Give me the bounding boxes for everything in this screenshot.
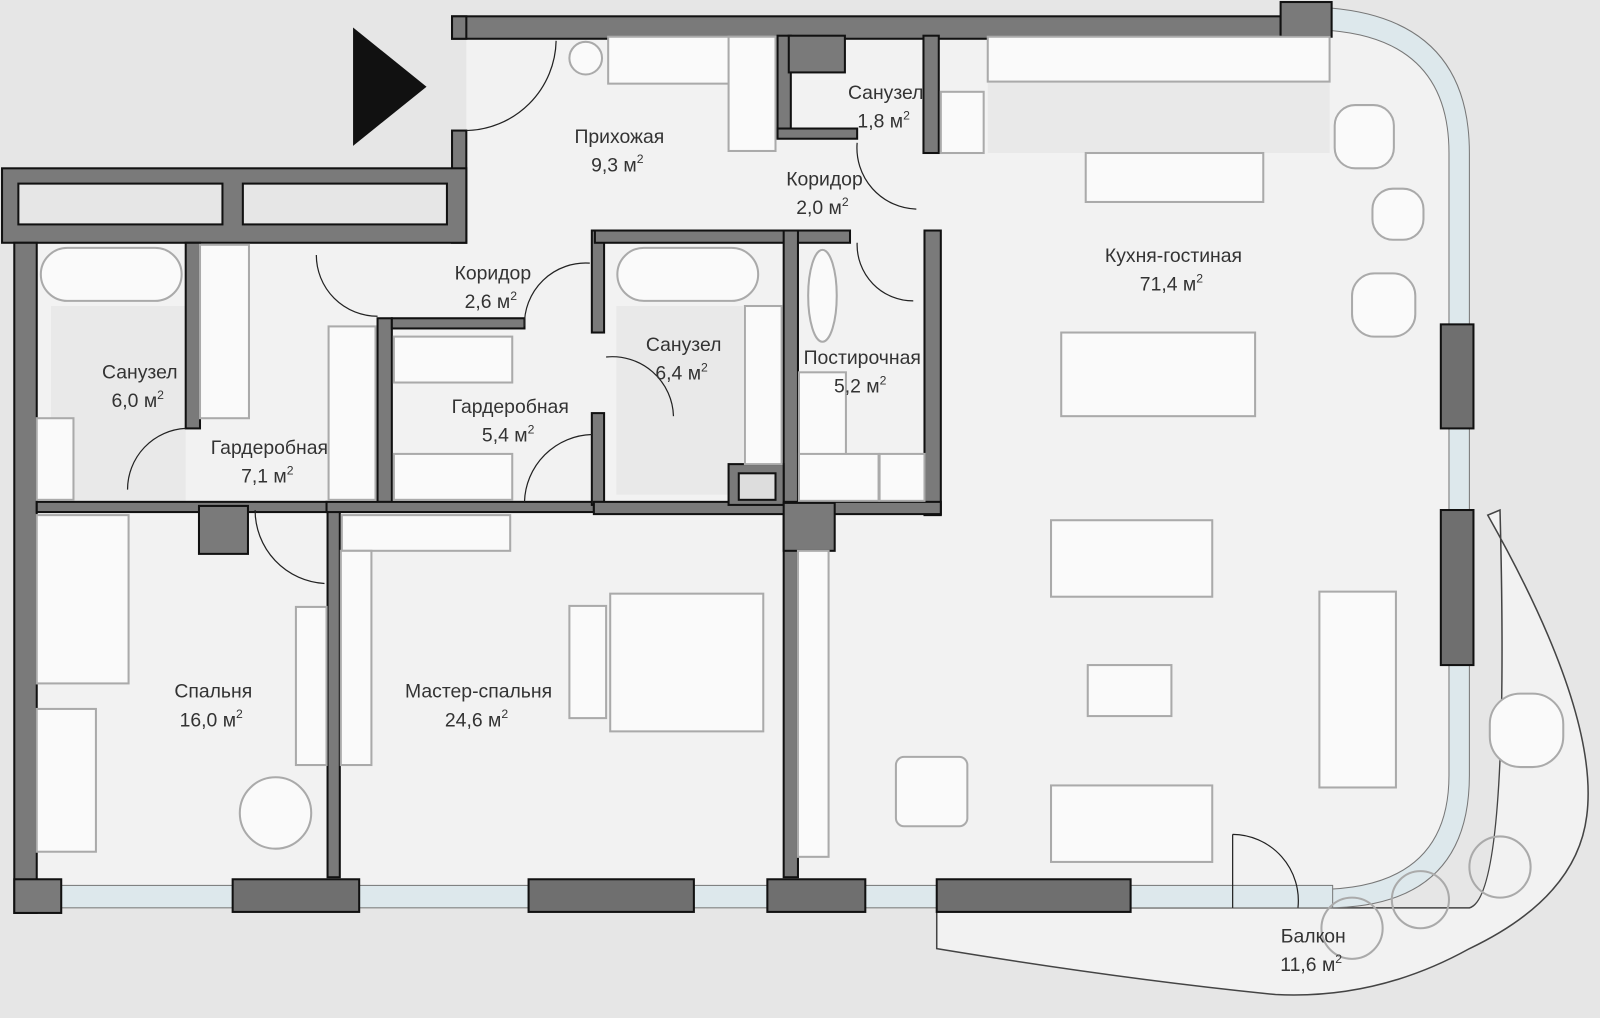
room-area: 5,2 м2: [834, 374, 887, 398]
room-area: 7,1 м2: [241, 463, 294, 487]
room-name: Гардеробная: [211, 437, 328, 459]
room-name: Коридор: [786, 169, 863, 191]
furniture: [35, 35, 1565, 960]
room-area: 6,0 м2: [112, 388, 165, 412]
room-name: Кухня-гостиная: [1105, 245, 1242, 267]
room-area: 1,8 м2: [857, 108, 910, 132]
room-name: Санузел: [848, 82, 923, 104]
room-area: 24,6 м2: [445, 707, 508, 731]
room-area: 2,6 м2: [465, 289, 518, 313]
room-name: Санузел: [646, 334, 721, 356]
room-area: 6,4 м2: [655, 360, 708, 384]
room-area: 71,4 м2: [1140, 272, 1203, 296]
room-name: Спальня: [174, 681, 252, 703]
walls: [1, 1, 1333, 914]
room-name: Балкон: [1281, 926, 1346, 948]
room-area: 9,3 м2: [591, 152, 644, 176]
kitchen-tiles: [987, 81, 1330, 154]
room-name: Коридор: [455, 262, 532, 284]
entrance-arrow-icon: [353, 27, 427, 146]
room-name: Гардеробная: [452, 396, 569, 418]
bathroom-tiles: [616, 306, 743, 495]
room-name: Мастер-спальня: [405, 681, 552, 703]
room-name: Санузел: [102, 361, 177, 383]
room-labels: Прихожая 9,3 м2 Санузел 1,8 м2 Коридор 2…: [102, 82, 1346, 976]
windows: [231, 323, 1475, 913]
room-area: 16,0 м2: [180, 707, 243, 731]
room-area: 5,4 м2: [482, 423, 535, 447]
doors: [126, 40, 1299, 908]
room-name: Прихожая: [574, 126, 664, 148]
room-name: Постирочная: [804, 347, 921, 369]
room-area: 11,6 м2: [1280, 952, 1342, 976]
room-area: 2,0 м2: [796, 195, 849, 219]
